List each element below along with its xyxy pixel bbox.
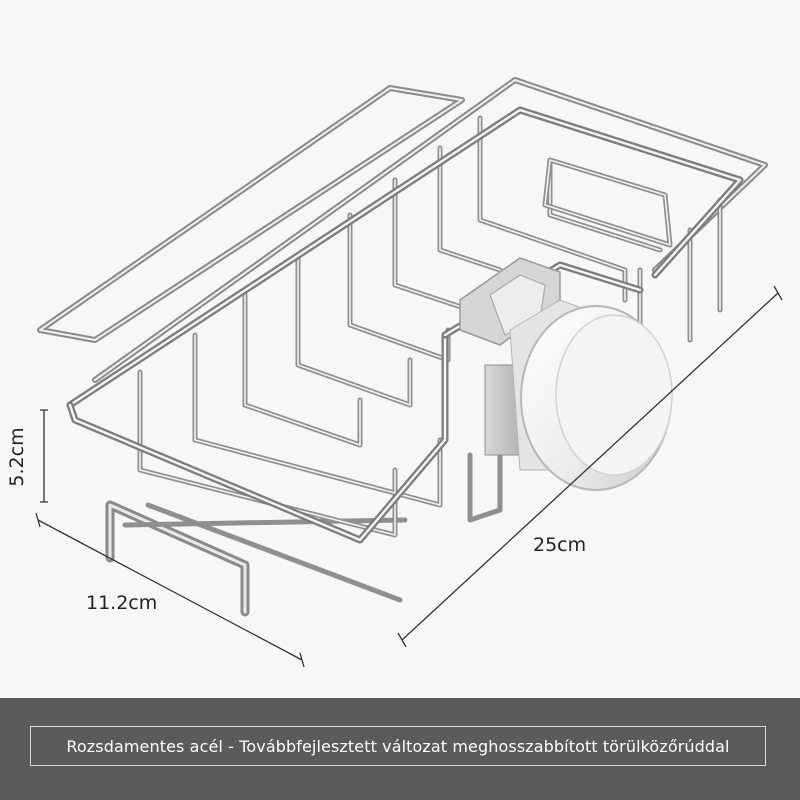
depth-dimension-label: 11.2cm [86,592,158,614]
length-dimension-line [397,285,783,648]
basket-divider [542,157,673,248]
height-dimension-label: 5.2cm [6,427,28,487]
clamp-knob [520,305,673,491]
height-dimension-line [40,409,48,503]
basket-rim-back [37,77,768,383]
sink-caddy-illustration [35,77,783,668]
caption-bar: Rozsdamentes acél - Továbbfejlesztett vá… [0,698,800,800]
towel-bar [105,500,250,617]
length-dimension-label: 25cm [533,534,587,556]
depth-dimension-line [35,512,305,668]
caption-text: Rozsdamentes acél - Továbbfejlesztett vá… [66,736,730,756]
dimension-lines [35,285,783,668]
caption-box: Rozsdamentes acél - Továbbfejlesztett vá… [30,726,766,766]
